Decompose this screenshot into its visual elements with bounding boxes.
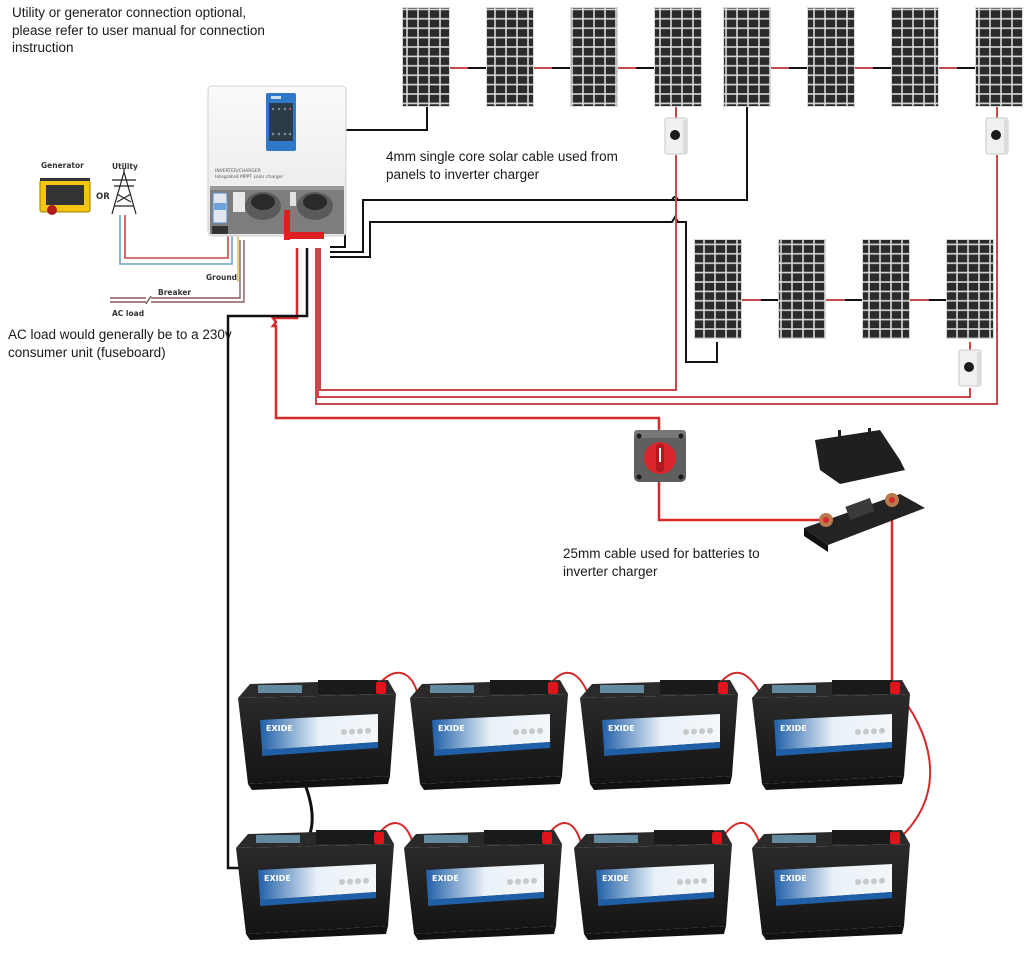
solar-negative-cable-3 [330, 215, 718, 363]
battery: EXIDE [404, 830, 562, 940]
solar-panel [891, 7, 939, 107]
battery-label [774, 714, 892, 750]
generator-label: Generator [41, 161, 84, 170]
solar-panel [694, 239, 742, 339]
solar-array [402, 7, 1023, 339]
battery-negative-cable [226, 248, 309, 870]
battery-positive-terminal [542, 832, 552, 844]
dc-isolators [664, 117, 1009, 387]
ac-input-live [124, 215, 229, 259]
battery-isolator-switch [634, 430, 686, 482]
battery: EXIDE [236, 830, 394, 940]
battery-brand: EXIDE [266, 724, 293, 733]
isolator-rotary-knob [991, 130, 1001, 140]
wiring [110, 67, 998, 870]
dc-isolator-switch [958, 349, 982, 387]
battery-label [602, 714, 720, 750]
solar-panel [778, 239, 826, 339]
battery-positive-terminal [718, 682, 728, 694]
battery-brand: EXIDE [608, 724, 635, 733]
battery-fuse-holder [804, 428, 925, 552]
solar-panel [862, 239, 910, 339]
solar-panel [975, 7, 1023, 107]
solar-panel [807, 7, 855, 107]
generator [39, 178, 91, 215]
solar-cable-note: 4mm single core solar cable used from pa… [386, 149, 618, 182]
solar-positive-cable-3 [317, 248, 971, 398]
battery-brand: EXIDE [438, 724, 465, 733]
dc-isolator-switch [664, 117, 688, 155]
utility-connection-note: Utility or generator connection optional… [12, 5, 265, 55]
ac-load-label: AC load [112, 309, 144, 318]
isolator-rotary-knob [670, 130, 680, 140]
fuse-base [804, 494, 925, 545]
battery-positive-terminal [376, 682, 386, 694]
ground-label: Ground [206, 273, 237, 282]
isolator-rotary-knob [964, 362, 974, 372]
battery-brand: EXIDE [432, 874, 459, 883]
battery-positive-terminal [712, 832, 722, 844]
solar-panel [723, 7, 771, 107]
battery: EXIDE [238, 680, 396, 790]
battery: EXIDE [580, 680, 738, 790]
battery-cable-note: 25mm cable used for batteries to inverte… [563, 546, 760, 579]
dc-terminal-red [284, 210, 290, 240]
battery-positive-terminal [890, 682, 900, 694]
battery-brand: EXIDE [602, 874, 629, 883]
or-label: OR [96, 192, 110, 202]
battery: EXIDE [410, 680, 568, 790]
battery-positive-terminal [548, 682, 558, 694]
dc-isolator-switch [985, 117, 1009, 155]
inverter-charger: INVERTER/CHARGER Integrated MPPT solar c… [207, 85, 347, 240]
ac-output-cable-2b [151, 240, 245, 303]
battery-label [432, 714, 550, 750]
battery-positive-terminal [890, 832, 900, 844]
battery-bank: EXIDE EXIDE EXIDE EXIDE EXIDE EXIDE EXIDE EXIDE [236, 680, 910, 940]
solar-panel [654, 7, 702, 107]
solar-positive-cable-2 [315, 155, 998, 405]
fuse-cover [815, 430, 905, 484]
battery: EXIDE [574, 830, 732, 940]
breaker-label: Breaker [158, 288, 191, 297]
breaker-symbol [145, 295, 152, 305]
inverter-subtitle: Integrated MPPT solar charger [215, 174, 283, 180]
ac-terminal-block [233, 192, 245, 212]
solar-negative-cable-2 [330, 106, 748, 253]
battery-label [596, 864, 714, 900]
battery-positive-cable [270, 248, 661, 452]
battery-label [774, 864, 892, 900]
utility-label: Utility [112, 162, 138, 171]
battery-positive-terminal [374, 832, 384, 844]
battery-label [426, 864, 544, 900]
battery: EXIDE [752, 830, 910, 940]
inverter-model-label: INVERTER/CHARGER [215, 168, 261, 174]
panel-series-links [448, 67, 998, 350]
solar-panel [946, 239, 994, 339]
ac-output-cable-1b [151, 240, 241, 299]
battery: EXIDE [752, 680, 910, 790]
battery-label [260, 714, 378, 750]
battery-brand: EXIDE [780, 724, 807, 733]
utility-pylon-icon [111, 168, 137, 215]
ac-load-note: AC load would generally be to a 230v con… [8, 327, 232, 360]
isolator-to-fuse-cable [657, 478, 820, 522]
solar-positive-cable-1 [319, 155, 677, 391]
battery-label [258, 864, 376, 900]
ac-input-neutral [119, 215, 233, 265]
solar-panel [402, 7, 450, 107]
solar-panel [486, 7, 534, 107]
battery-brand: EXIDE [780, 874, 807, 883]
battery-brand: EXIDE [264, 874, 291, 883]
solar-panel [570, 7, 618, 107]
